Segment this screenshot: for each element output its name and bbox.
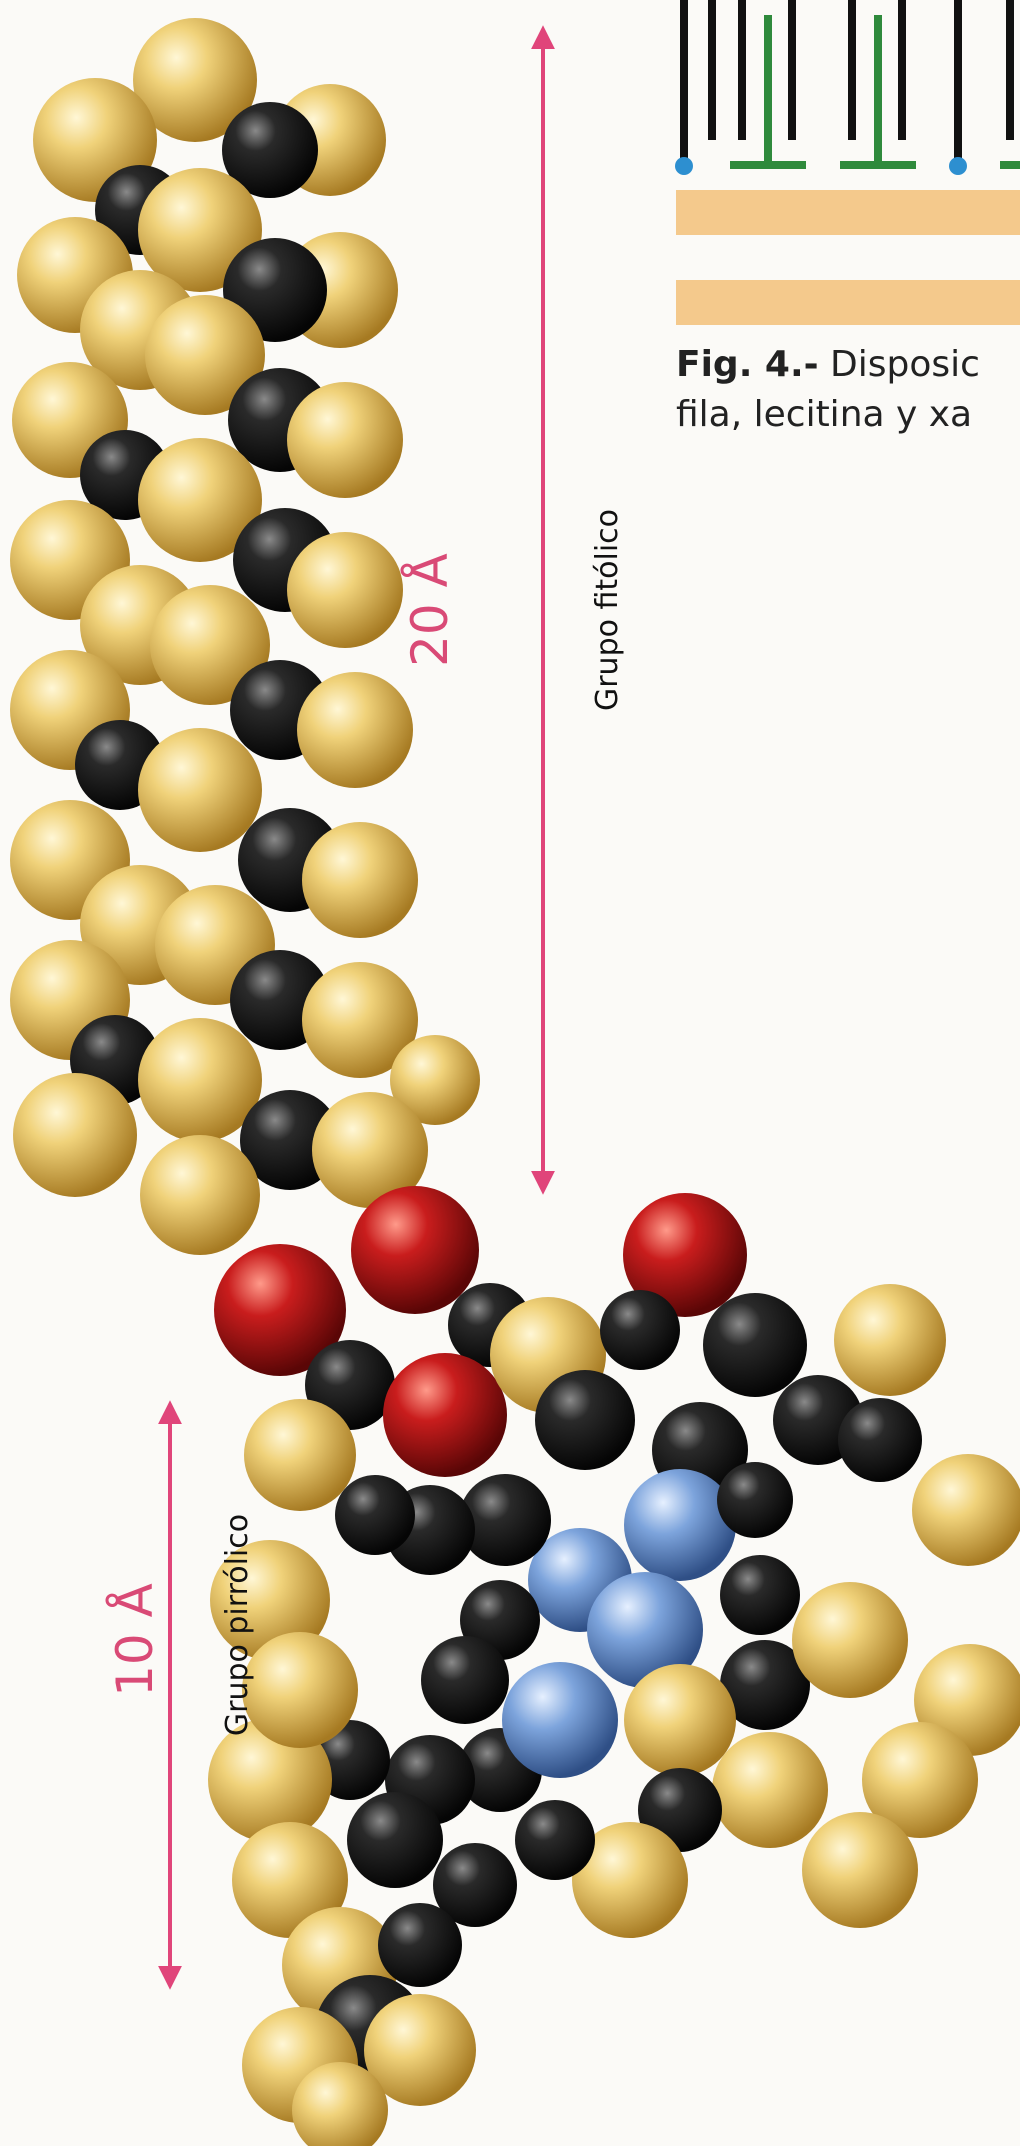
figure-number: Fig. 4.- [676,344,819,385]
phytol-group-label: Grupo fitólico [590,508,625,712]
figure-caption: Fig. 4.- Disposic fila, lecitina y xa [676,340,1020,470]
green-lipid-heads [730,15,1020,169]
dimension-10-angstrom-label: 10 Å [106,1583,164,1697]
porphyrin-head-atoms [208,1284,1020,2146]
membrane-band-upper [676,190,1020,235]
caption-text-1: Disposic [818,344,980,385]
caption-line-2: fila, lecitina y xa [676,394,973,435]
caption-line-1: Fig. 4.- Disposic [676,340,1020,390]
dimension-20-angstrom-label: 20 Å [401,553,459,667]
membrane-band-lower [676,280,1020,325]
membrane-diagram [675,0,1020,325]
lipid-chain-lines [680,0,1014,160]
pyrrole-group-label: Grupo pirrólico [220,1513,255,1737]
blue-lipid-head [675,157,693,175]
blue-lipid-head [949,157,967,175]
phytol-tail-atoms [10,18,480,1255]
